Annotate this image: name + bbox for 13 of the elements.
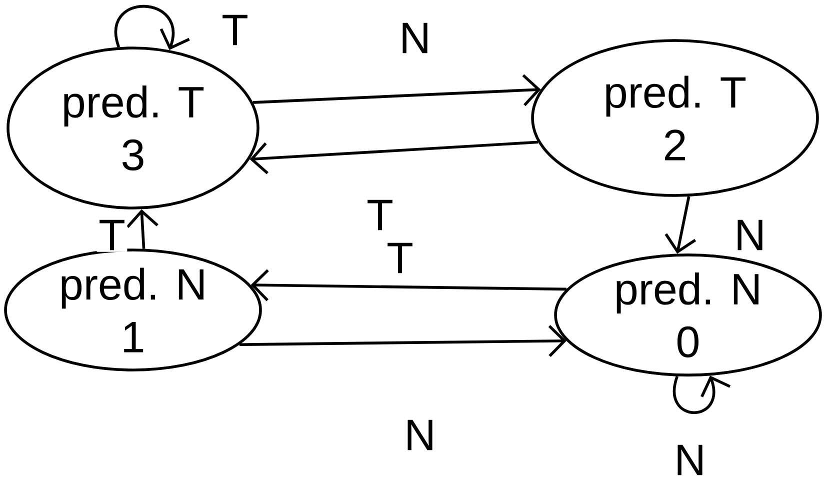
edge-label: N [732,218,768,252]
arrow [250,269,567,302]
edge-label: T [220,13,250,47]
arrow [252,74,541,106]
arrow [239,325,566,357]
edge-label: T [96,218,128,252]
edge-label: N [672,443,708,477]
edge-label: N [402,418,438,452]
arrow [114,4,190,50]
arrow [250,140,538,174]
edge-label: T [364,198,396,232]
edge-label: T [384,241,416,275]
edge-label: N [397,21,433,55]
